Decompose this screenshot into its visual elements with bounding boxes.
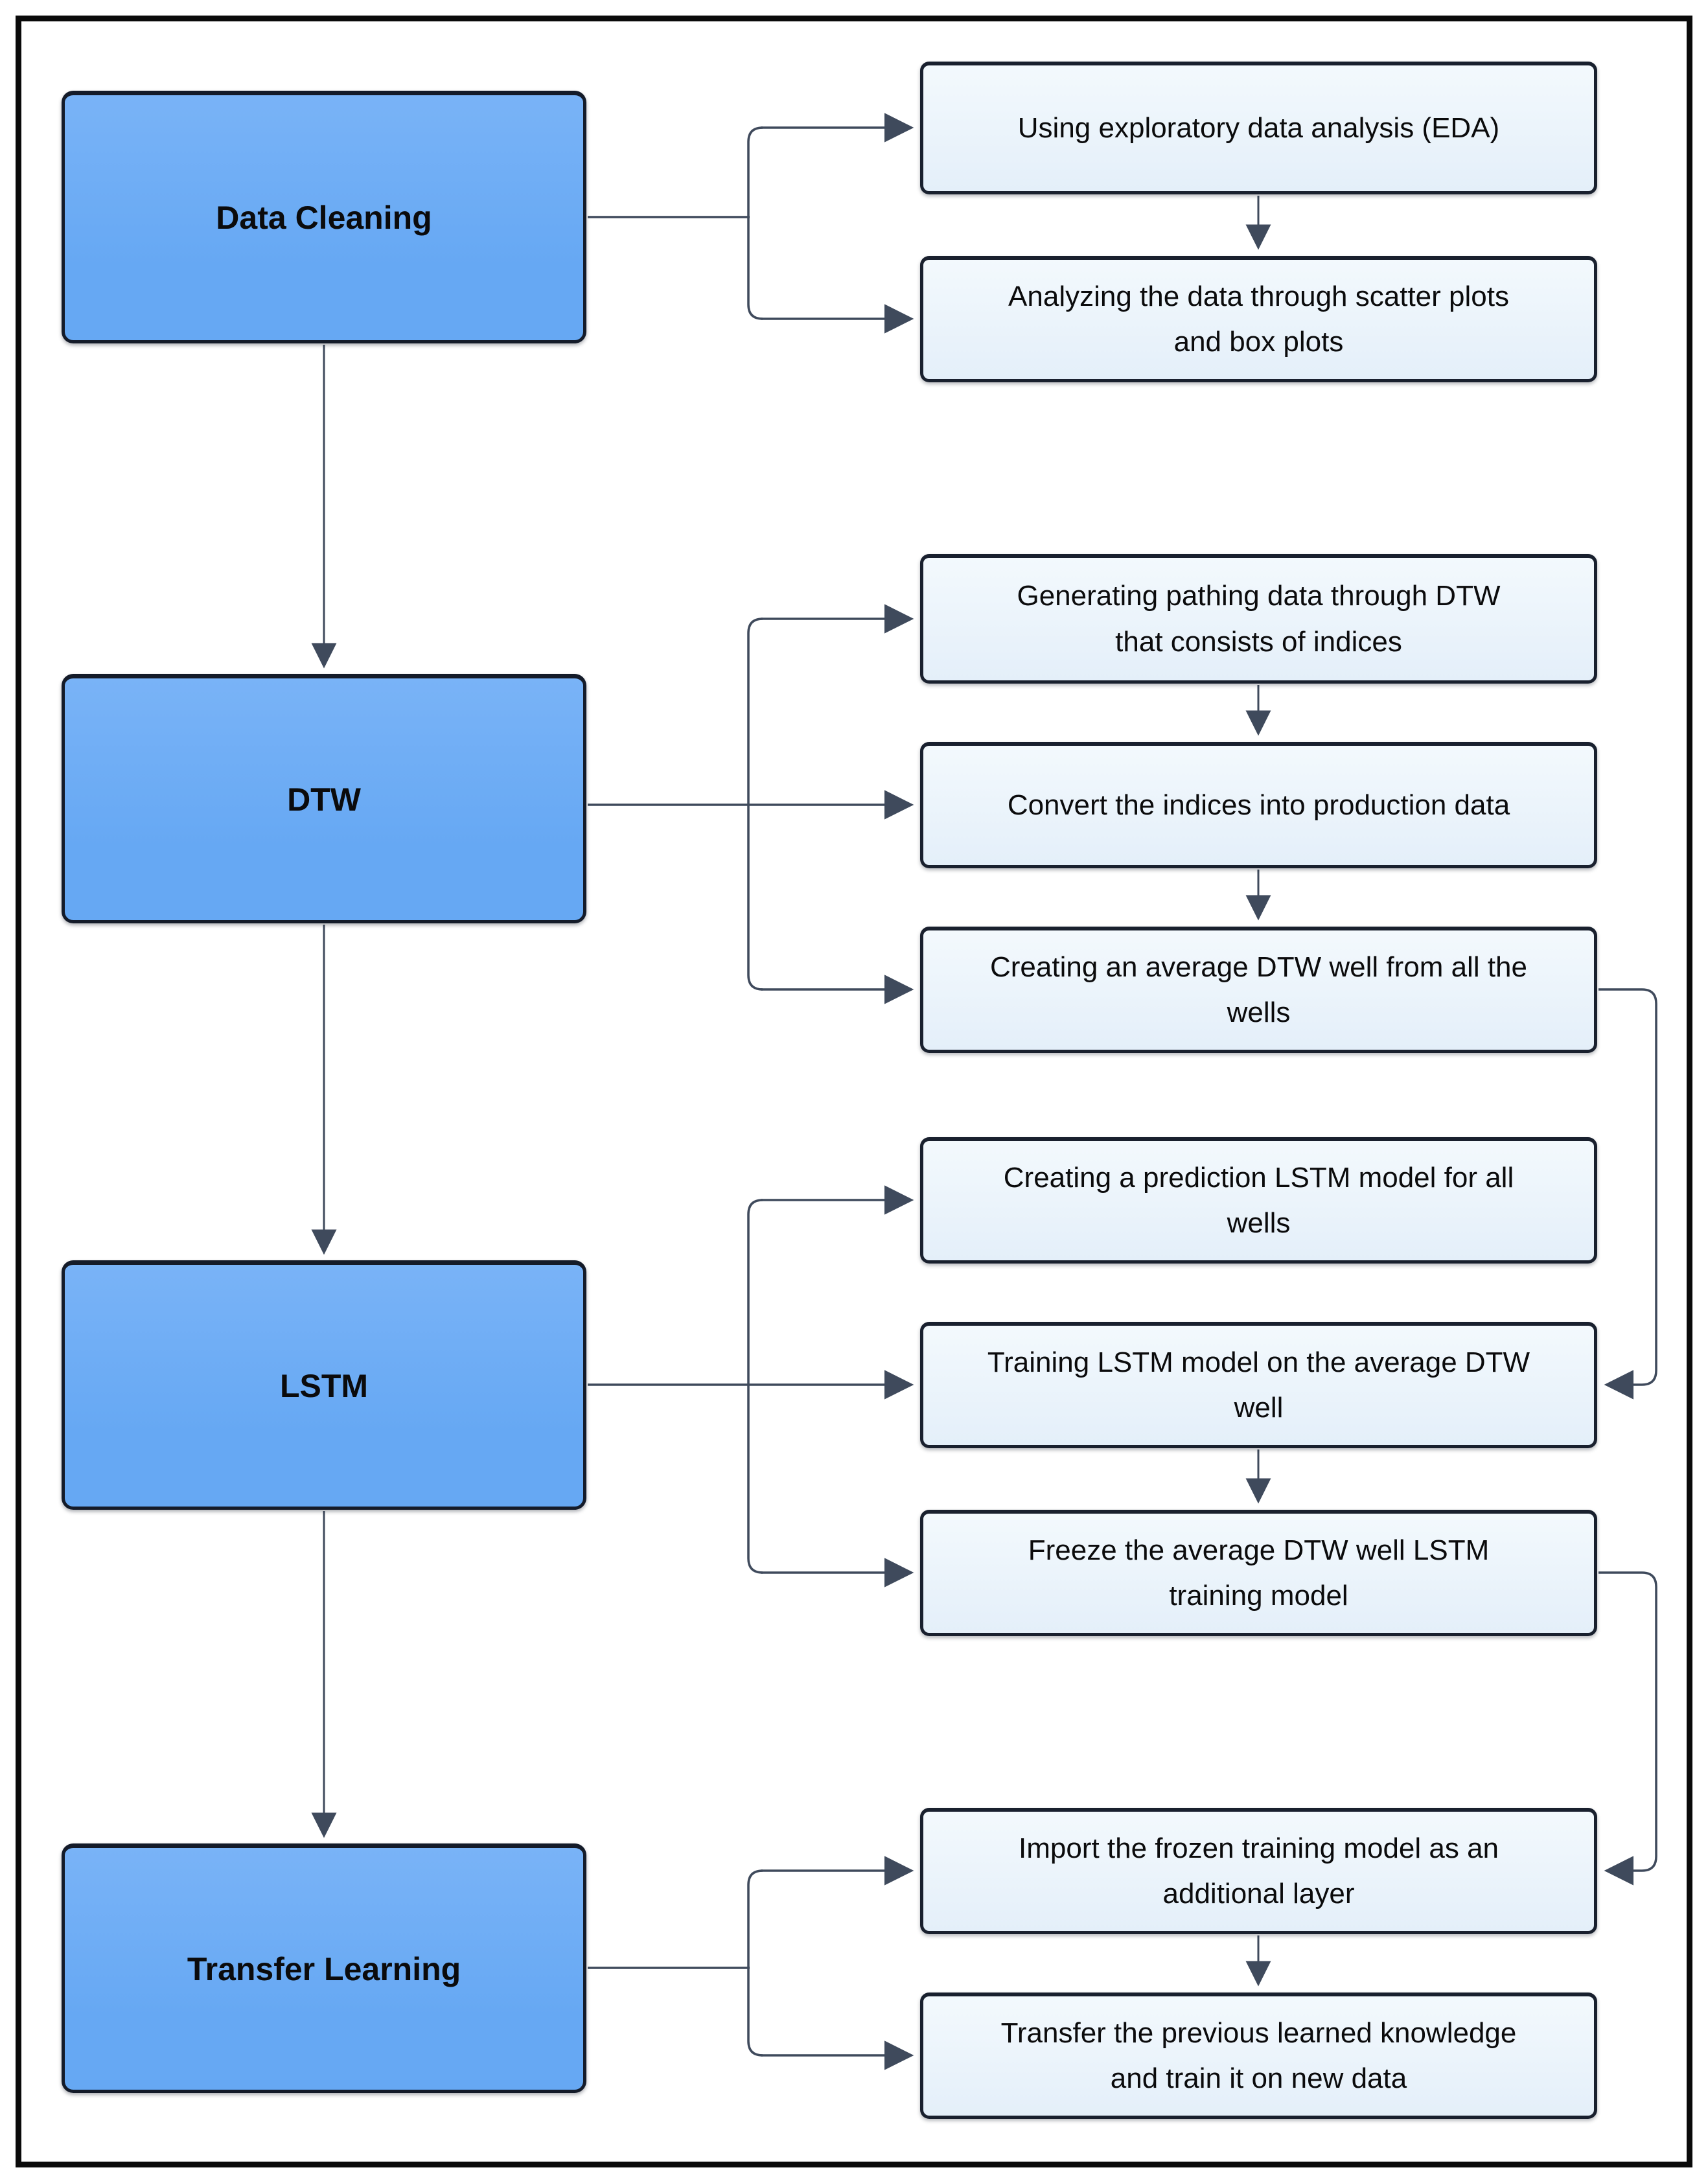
stage-label-dtw: DTW [287, 781, 361, 818]
step-label-creating-prediction: Creating a prediction LSTM model for all… [1003, 1161, 1514, 1239]
step-label-transfer-knowledge: Transfer the previous learned knowledge … [1000, 2016, 1517, 2094]
stage-label-data-cleaning: Data Cleaning [216, 200, 432, 236]
step-label-using-eda: Using exploratory data analysis (EDA) [1017, 111, 1500, 144]
step-box-import-frozen: Import the frozen training model as an a… [920, 1808, 1597, 1934]
stage-box-transfer-learning: Transfer Learning [62, 1843, 586, 2093]
step-box-convert-indices: Convert the indices into production data [920, 742, 1597, 868]
stage-box-lstm: LSTM [62, 1260, 586, 1510]
step-label-import-frozen: Import the frozen training model as an a… [1018, 1832, 1499, 1910]
step-label-freeze-model: Freeze the average DTW well LSTM trainin… [1028, 1534, 1490, 1611]
outer-frame-border [16, 16, 1692, 2167]
step-box-creating-average: Creating an average DTW well from all th… [920, 927, 1597, 1053]
step-label-convert-indices: Convert the indices into production data [1007, 789, 1510, 821]
step-box-analyzing-scatter-box: Analyzing the data through scatter plots… [920, 256, 1597, 382]
step-box-generating-pathing: Generating pathing data through DTW that… [920, 554, 1597, 684]
step-label-training-lstm: Training LSTM model on the average DTW w… [987, 1346, 1530, 1424]
stage-box-dtw: DTW [62, 674, 586, 923]
step-box-using-eda: Using exploratory data analysis (EDA) [920, 62, 1597, 194]
step-box-training-lstm: Training LSTM model on the average DTW w… [920, 1322, 1597, 1448]
stage-label-transfer-learning: Transfer Learning [187, 1950, 461, 1987]
step-box-freeze-model: Freeze the average DTW well LSTM trainin… [920, 1510, 1597, 1636]
step-box-creating-prediction: Creating a prediction LSTM model for all… [920, 1137, 1597, 1264]
stage-label-lstm: LSTM [279, 1367, 369, 1404]
step-label-generating-pathing: Generating pathing data through DTW that… [1017, 580, 1501, 658]
step-label-creating-average: Creating an average DTW well from all th… [990, 951, 1527, 1028]
stage-box-data-cleaning: Data Cleaning [62, 91, 586, 343]
step-box-transfer-knowledge: Transfer the previous learned knowledge … [920, 1992, 1597, 2119]
step-label-analyzing-scatter-box: Analyzing the data through scatter plots… [1008, 280, 1509, 358]
